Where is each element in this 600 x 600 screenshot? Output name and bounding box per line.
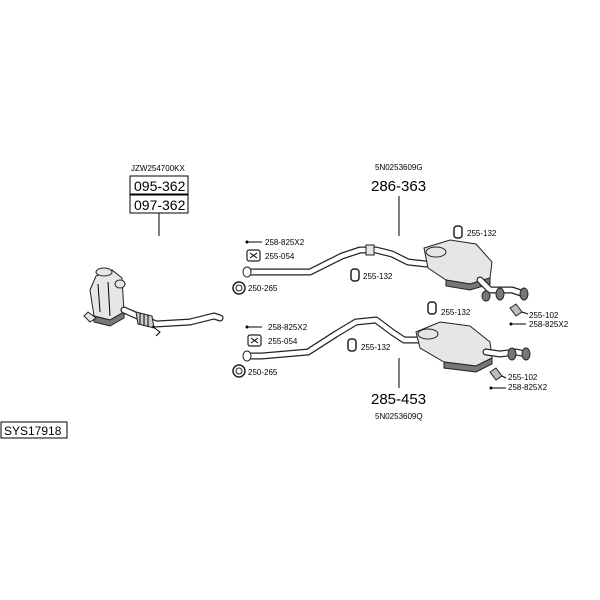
lower-mid-hanger[interactable]: 255-132 — [347, 338, 391, 352]
catalyst-part-number-1[interactable]: 095-362 — [134, 178, 186, 194]
upper-mid-hanger-label: 255-132 — [363, 272, 393, 281]
catalyst-group: JZW254700KX 095-362 097-362 — [83, 164, 224, 337]
upper-rear-muffler[interactable] — [423, 239, 529, 302]
catalyst-converter[interactable] — [83, 267, 126, 327]
upper-front-hanger[interactable]: 255-054 — [246, 249, 295, 262]
upper-rear-hanger[interactable]: 255-132 — [453, 225, 497, 239]
system-code-badge: SYS17918 — [0, 421, 68, 439]
upper-front-clamp[interactable]: 258-825X2 — [245, 238, 305, 247]
upper-system-group: 5N0253609G 286-363 258-825X2 — [232, 163, 569, 329]
lower-rear-hanger-label: 255-132 — [441, 308, 471, 317]
catalyst-code: JZW254700KX — [131, 164, 185, 173]
upper-mid-hanger[interactable]: 255-132 — [350, 268, 393, 282]
lower-main-part-number[interactable]: 285-453 — [371, 391, 426, 408]
lower-front-clamp[interactable]: 258-825X2 — [245, 323, 308, 332]
upper-front-gasket[interactable]: 250-265 — [232, 281, 278, 295]
lower-system-group: 258-825X2 255-054 250-265 255-132 255-13… — [232, 301, 548, 421]
upper-front-hanger-label: 255-054 — [265, 252, 295, 261]
lower-rear-hanger[interactable]: 255-132 — [427, 301, 471, 317]
upper-tail-hanger[interactable]: 255-102 — [509, 303, 559, 320]
system-code: SYS17918 — [4, 424, 62, 438]
catalyst-part-number-2[interactable]: 097-362 — [134, 197, 186, 213]
upper-front-clamp-label: 258-825X2 — [265, 238, 305, 247]
lower-front-gasket-label: 250-265 — [248, 368, 278, 377]
upper-tail-clamp-label: 258-825X2 — [529, 320, 569, 329]
upper-tail-hanger-label: 255-102 — [529, 311, 559, 320]
lower-tail-hanger-label: 255-102 — [508, 373, 538, 382]
lower-tail-hanger[interactable]: 255-102 — [489, 367, 538, 382]
upper-exhaust-pipe[interactable] — [242, 244, 430, 278]
catalyst-downpipe[interactable] — [120, 306, 224, 337]
catalyst-part-box-1[interactable] — [129, 175, 189, 195]
lower-front-gasket[interactable]: 250-265 — [232, 364, 278, 378]
lower-front-clamp-label: 258-825X2 — [268, 323, 308, 332]
lower-rear-muffler[interactable] — [415, 321, 531, 373]
lower-tail-clamp-label: 258-825X2 — [508, 383, 548, 392]
upper-system-code: 5N0253609G — [375, 163, 423, 172]
lower-tail-clamp[interactable]: 258-825X2 — [489, 383, 548, 392]
lower-system-code: 5N0253609Q — [375, 412, 423, 421]
upper-front-gasket-label: 250-265 — [248, 284, 278, 293]
lower-exhaust-pipe[interactable] — [242, 316, 424, 362]
lower-front-hanger-label: 255-054 — [268, 337, 298, 346]
lower-mid-hanger-label: 255-132 — [361, 343, 391, 352]
upper-tail-clamp[interactable]: 258-825X2 — [509, 320, 569, 329]
upper-rear-hanger-label: 255-132 — [467, 229, 497, 238]
lower-front-hanger[interactable]: 255-054 — [247, 334, 298, 347]
upper-main-part-number[interactable]: 286-363 — [371, 178, 426, 195]
